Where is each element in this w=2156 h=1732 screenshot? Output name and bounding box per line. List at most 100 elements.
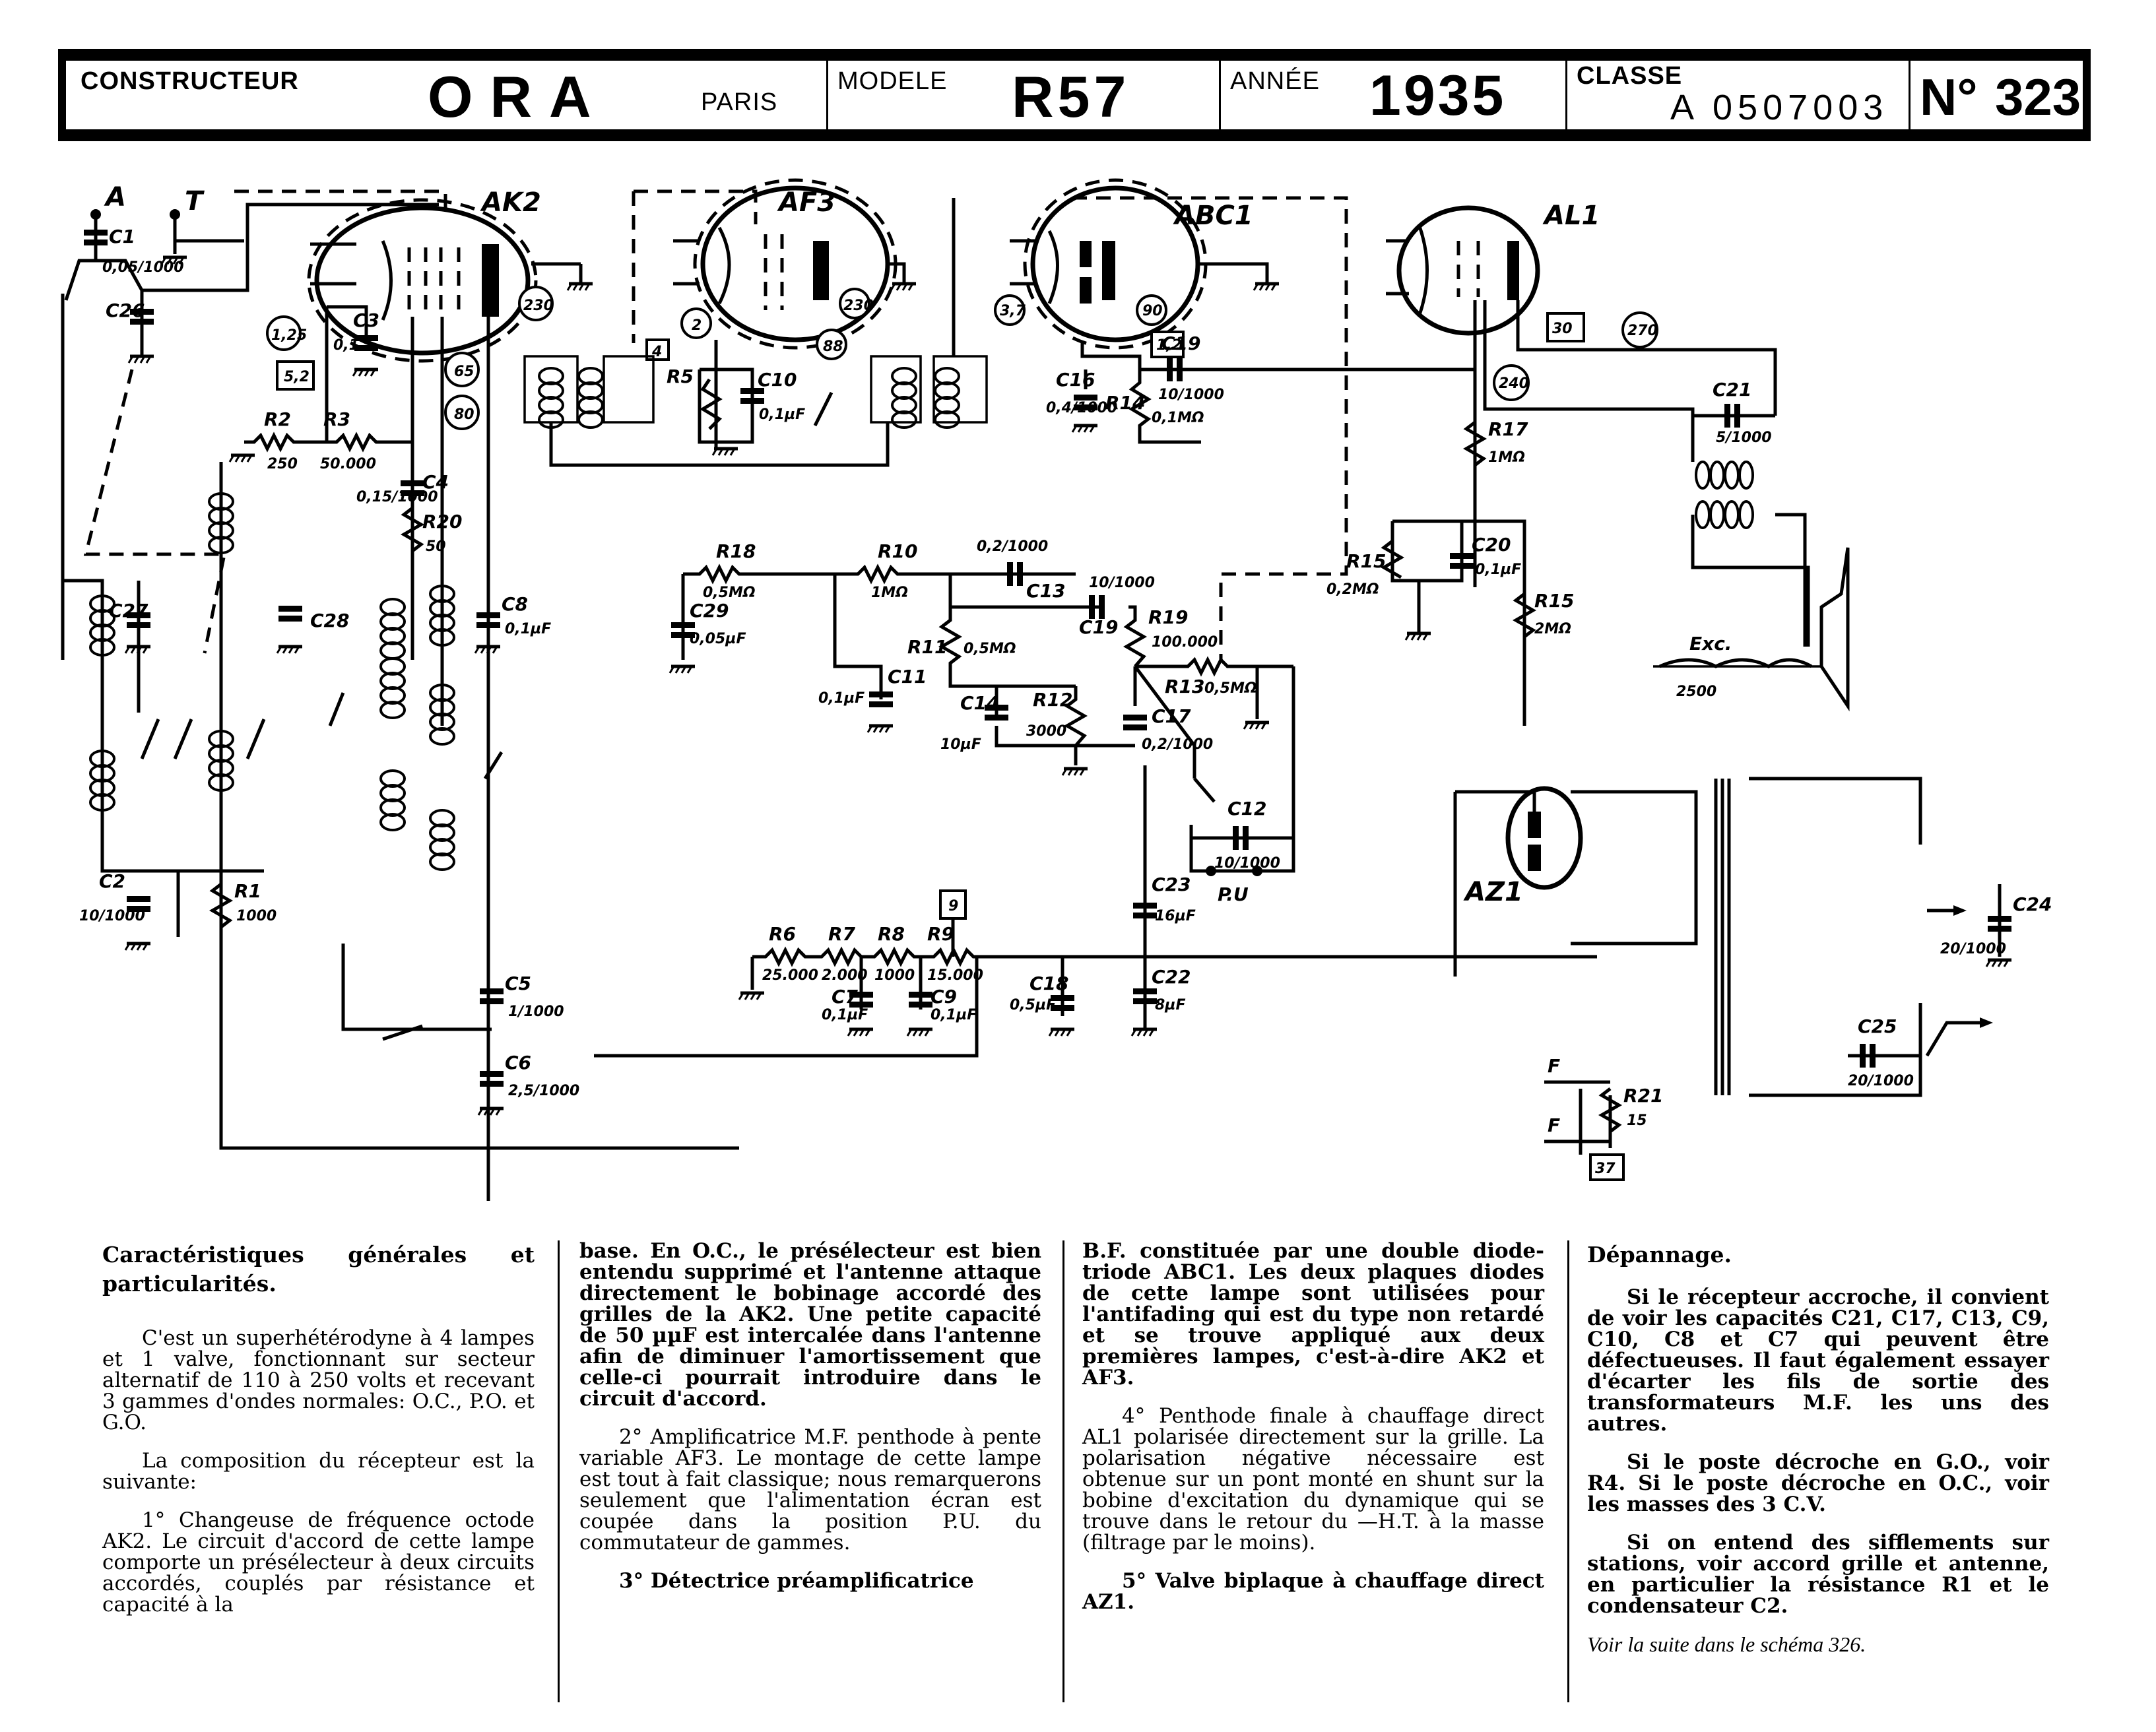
classe-value: A 0507003 xyxy=(1670,88,1889,127)
column-divider xyxy=(1567,1240,1569,1702)
numero-label: N° xyxy=(1920,68,1978,126)
r3-value: 50.000 xyxy=(320,456,376,472)
tube-az1-label: AZ1 xyxy=(1463,877,1523,907)
c20-value: 0,1µF xyxy=(1475,561,1521,578)
c15-value: 10/1000 xyxy=(1089,575,1155,591)
c22-label: C22 xyxy=(1152,966,1191,988)
c13-label: C13 xyxy=(1026,580,1066,602)
c22-value: 8µF xyxy=(1155,997,1186,1013)
c16-value: 0,4/1000 xyxy=(1046,400,1117,416)
abc1-circuit: 3,7 90 1,2 C16 0,4/1000 R14 0,1MΩ C19 10… xyxy=(994,294,1475,444)
annee-label: ANNÉE xyxy=(1230,67,1320,95)
c7-value: 0,1µF xyxy=(822,1007,868,1023)
ht-filter-chain: R6 25.000 R7 2.000 C7 0,1µF R8 1000 C9 0… xyxy=(594,765,1597,1058)
classe-label: CLASSE xyxy=(1577,62,1683,90)
r9-value: 15.000 xyxy=(927,967,983,984)
voltage-bubble: 230 xyxy=(523,298,554,314)
r18-label: R18 xyxy=(716,540,756,562)
af3-circuit: 2 4 230 88 R5 C10 0,1µF xyxy=(523,198,988,467)
pickup-terminal-label: P.U xyxy=(1218,883,1249,905)
paragraph: Si le récepteur accroche, il convient de… xyxy=(1587,1285,2049,1436)
r10-label: R10 xyxy=(878,540,918,562)
paragraph: Si on entend des sifflements sur station… xyxy=(1587,1531,2049,1618)
c2-value: 10/1000 xyxy=(79,908,145,924)
paragraph: 2° Amplificatrice M.F. penthode à pente … xyxy=(579,1425,1041,1555)
paragraph: B.F. constituée par une double diode-tri… xyxy=(1082,1239,1544,1390)
r2-value: 250 xyxy=(267,456,298,472)
circuit-schematic: A T C1 0,05/1000 C26 AK2 xyxy=(0,165,2156,1254)
modele-cell: MODELE R57 xyxy=(828,61,1221,129)
r11-value: 0,5MΩ xyxy=(964,641,1016,657)
r18-value: 0,5MΩ xyxy=(703,585,756,601)
c8-label: C8 xyxy=(502,593,528,615)
tube-abc1-label: ABC1 xyxy=(1173,201,1253,231)
c29-value: 0,05µF xyxy=(690,631,746,647)
voltage-bubble: 3,7 xyxy=(1000,303,1026,319)
c9-label: C9 xyxy=(931,986,957,1008)
constructeur-cell: CONSTRUCTEUR ORA PARIS xyxy=(66,61,828,129)
r12-value: 3000 xyxy=(1026,723,1066,740)
modele-label: MODELE xyxy=(837,67,948,95)
exc-label: Exc. xyxy=(1689,633,1732,655)
city-label: PARIS xyxy=(701,88,778,116)
c3-value: 0,1 xyxy=(333,337,359,354)
c7-label: C7 xyxy=(832,986,859,1008)
earth-terminal-label: T xyxy=(185,186,205,216)
c21-label: C21 xyxy=(1713,379,1752,401)
al1-circuit: 30 270 240 C21 5/1000 R17 1MΩ C20 0,1µF … xyxy=(1326,300,1850,726)
ak2-circuit: 1,25 5,2 230 65 80 C3 0,1 R2 250 R3 50.0… xyxy=(230,286,554,1254)
tuning-section: C2 10/1000 R1 1000 C27 C28 C8 0,1µF C5 1… xyxy=(63,462,739,1150)
tube-al1-label: AL1 xyxy=(1542,201,1600,231)
c24-value: 20/1000 xyxy=(1940,941,2006,957)
current-box: 30 xyxy=(1552,321,1573,337)
voltage-bubble: 80 xyxy=(454,406,474,423)
tube-ak2: AK2 xyxy=(307,187,593,363)
c26-label: C26 xyxy=(106,300,145,321)
c14-label: C14 xyxy=(960,692,1000,714)
r13-label: R13 xyxy=(1165,676,1205,697)
c18-value: 0,5µF xyxy=(1010,997,1056,1013)
paragraph: 4° Penthode finale à chauffage direct AL… xyxy=(1082,1404,1544,1555)
voltage-bubble: 1,25 xyxy=(271,327,307,344)
r19-label: R19 xyxy=(1148,606,1189,628)
r1-value: 1000 xyxy=(236,908,277,924)
c12-label: C12 xyxy=(1227,798,1267,819)
c20-label: C20 xyxy=(1472,534,1511,556)
paragraph: C'est un superhétérodyne à 4 lampes et 1… xyxy=(102,1326,535,1434)
c4-label: C4 xyxy=(422,471,449,493)
c17-value: 0,2/1000 xyxy=(1142,736,1213,753)
r15b-label: R15 xyxy=(1534,590,1575,612)
c9-value: 0,1µF xyxy=(931,1007,977,1023)
c2-label: C2 xyxy=(99,870,125,892)
r1-label: R1 xyxy=(234,880,261,902)
tube-af3-label: AF3 xyxy=(777,187,835,218)
current-box: 1,2 xyxy=(1156,337,1182,354)
current-box: 9 xyxy=(948,898,958,914)
c25-value: 20/1000 xyxy=(1848,1073,1914,1089)
c1-label: C1 xyxy=(109,226,135,247)
r21-value: 15 xyxy=(1627,1112,1647,1129)
c10-label: C10 xyxy=(758,369,797,391)
c14-value: 10µF xyxy=(940,736,981,753)
continuation-note: Voir la suite dans le schéma 326. xyxy=(1587,1632,1866,1656)
c4-value: 0,15/1000 xyxy=(356,489,438,505)
r14-label: R14 xyxy=(1105,392,1146,414)
r14-value: 0,1MΩ xyxy=(1152,410,1204,426)
c13-value: 0,2/1000 xyxy=(977,538,1048,555)
r11-label: R11 xyxy=(907,636,948,658)
filament-terminal-2: F xyxy=(1548,1114,1560,1136)
paragraph: La composition du récepteur est la suiva… xyxy=(102,1449,535,1494)
c25-label: C25 xyxy=(1858,1015,1897,1037)
current-box: 5,2 xyxy=(284,369,310,385)
c5-label: C5 xyxy=(505,973,531,994)
r19-value: 100.000 xyxy=(1152,634,1218,651)
filament-terminal-1: F xyxy=(1548,1055,1560,1077)
numero-value: 323 xyxy=(1995,68,2081,126)
antenna-terminal-label: A xyxy=(104,182,126,212)
c29-label: C29 xyxy=(690,600,729,622)
r9-label: R9 xyxy=(927,923,954,945)
voltage-bubble: 65 xyxy=(454,364,474,380)
r2-label: R2 xyxy=(264,408,291,430)
tube-al1: AL1 xyxy=(1386,201,1600,336)
c19-value: 10/1000 xyxy=(1158,387,1224,403)
